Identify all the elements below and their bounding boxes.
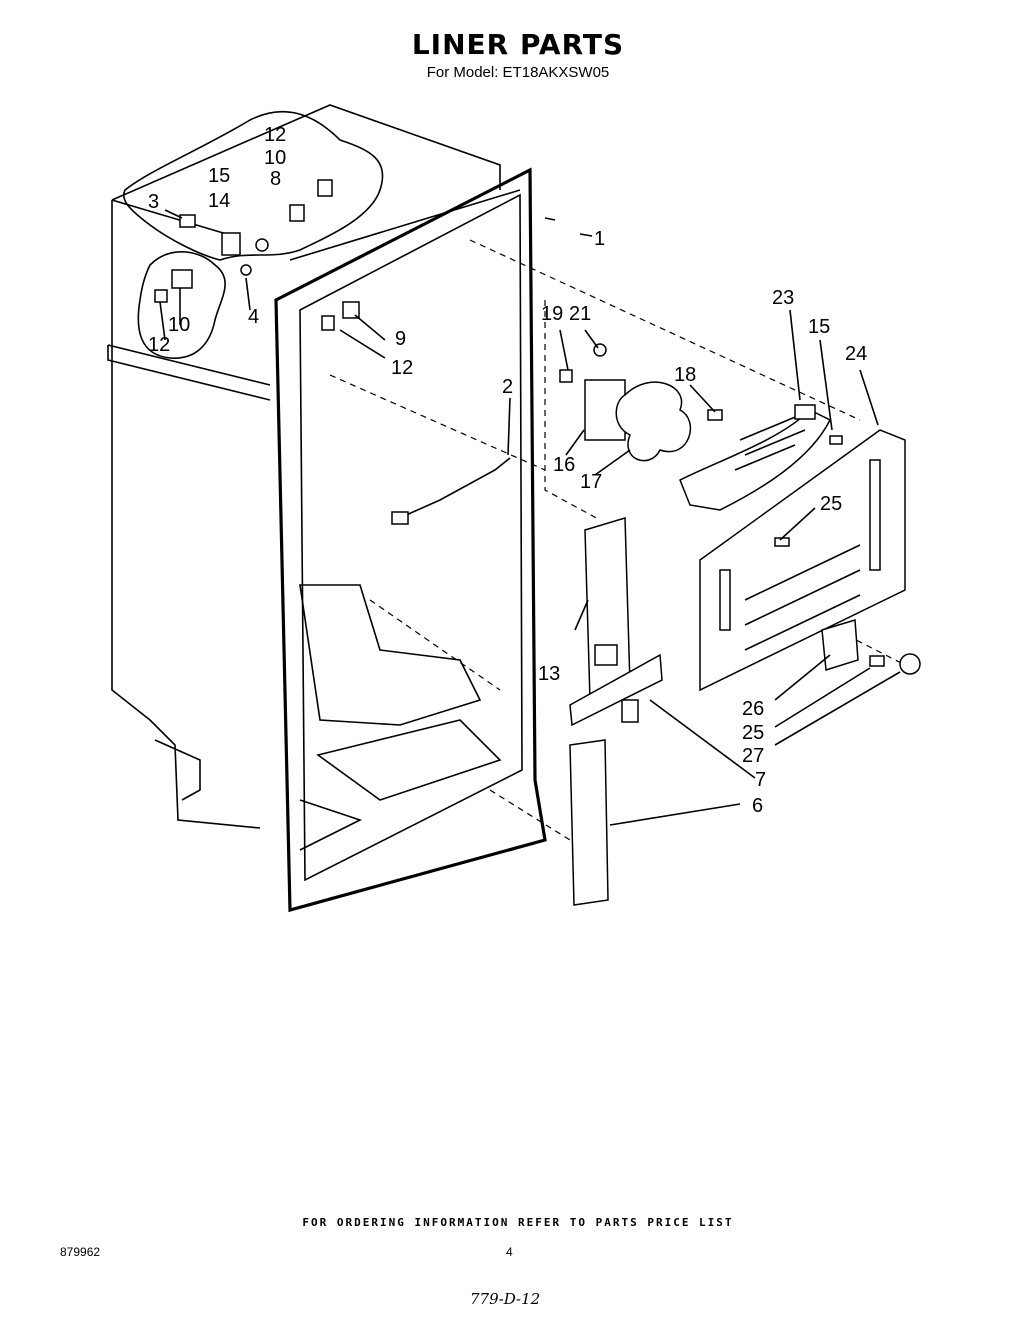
callout-7: 7 xyxy=(755,769,766,791)
handwritten-code: 779-D-12 xyxy=(470,1290,541,1308)
callout-25-upper: 25 xyxy=(820,493,842,515)
model-subtitle: For Model: ET18AKXSW05 xyxy=(426,64,610,81)
document-number: 879962 xyxy=(60,1245,101,1259)
page-number: 4 xyxy=(506,1245,513,1259)
callout-1: 1 xyxy=(594,228,605,250)
callout-15-upper: 15 xyxy=(208,165,230,187)
callout-4: 4 xyxy=(248,306,259,328)
callout-12-left: 12 xyxy=(148,334,170,356)
page-title: LINER PARTS xyxy=(411,28,625,61)
callout-25-lower: 25 xyxy=(742,722,764,744)
callout-21: 21 xyxy=(569,303,591,325)
callout-labels: 1 2 3 4 6 7 8 9 10 10 12 12 12 13 14 15 … xyxy=(148,124,867,817)
small-hardware xyxy=(821,619,921,675)
callout-18: 18 xyxy=(674,364,696,386)
callout-6: 6 xyxy=(752,795,763,817)
callout-10-upper: 10 xyxy=(264,147,286,169)
callout-12-right: 12 xyxy=(391,357,413,379)
rear-panel xyxy=(699,429,906,692)
callout-24: 24 xyxy=(845,343,867,365)
callout-27: 27 xyxy=(742,745,764,767)
callout-13: 13 xyxy=(538,663,560,685)
leader-lines xyxy=(159,209,901,826)
bracket-7 xyxy=(569,653,663,727)
callout-19: 19 xyxy=(541,303,563,325)
fan-motor-assembly xyxy=(559,343,723,462)
callout-17: 17 xyxy=(580,471,602,493)
callout-3: 3 xyxy=(148,191,159,213)
ordering-note: FOR ORDERING INFORMATION REFER TO PARTS … xyxy=(302,1216,734,1229)
callout-8: 8 xyxy=(270,168,281,190)
callout-26: 26 xyxy=(742,698,764,720)
channel-6 xyxy=(569,739,609,906)
liner-frame xyxy=(274,167,547,913)
duct-cover xyxy=(584,517,631,702)
callout-9: 9 xyxy=(395,328,406,350)
callout-2: 2 xyxy=(502,376,513,398)
callout-15-right: 15 xyxy=(808,316,830,338)
callout-10-lower: 10 xyxy=(168,314,190,336)
callout-12-upper: 12 xyxy=(264,124,286,146)
callout-23: 23 xyxy=(772,287,794,309)
cabinet-shell xyxy=(107,104,501,829)
callout-14: 14 xyxy=(208,190,230,212)
callout-16: 16 xyxy=(553,454,575,476)
